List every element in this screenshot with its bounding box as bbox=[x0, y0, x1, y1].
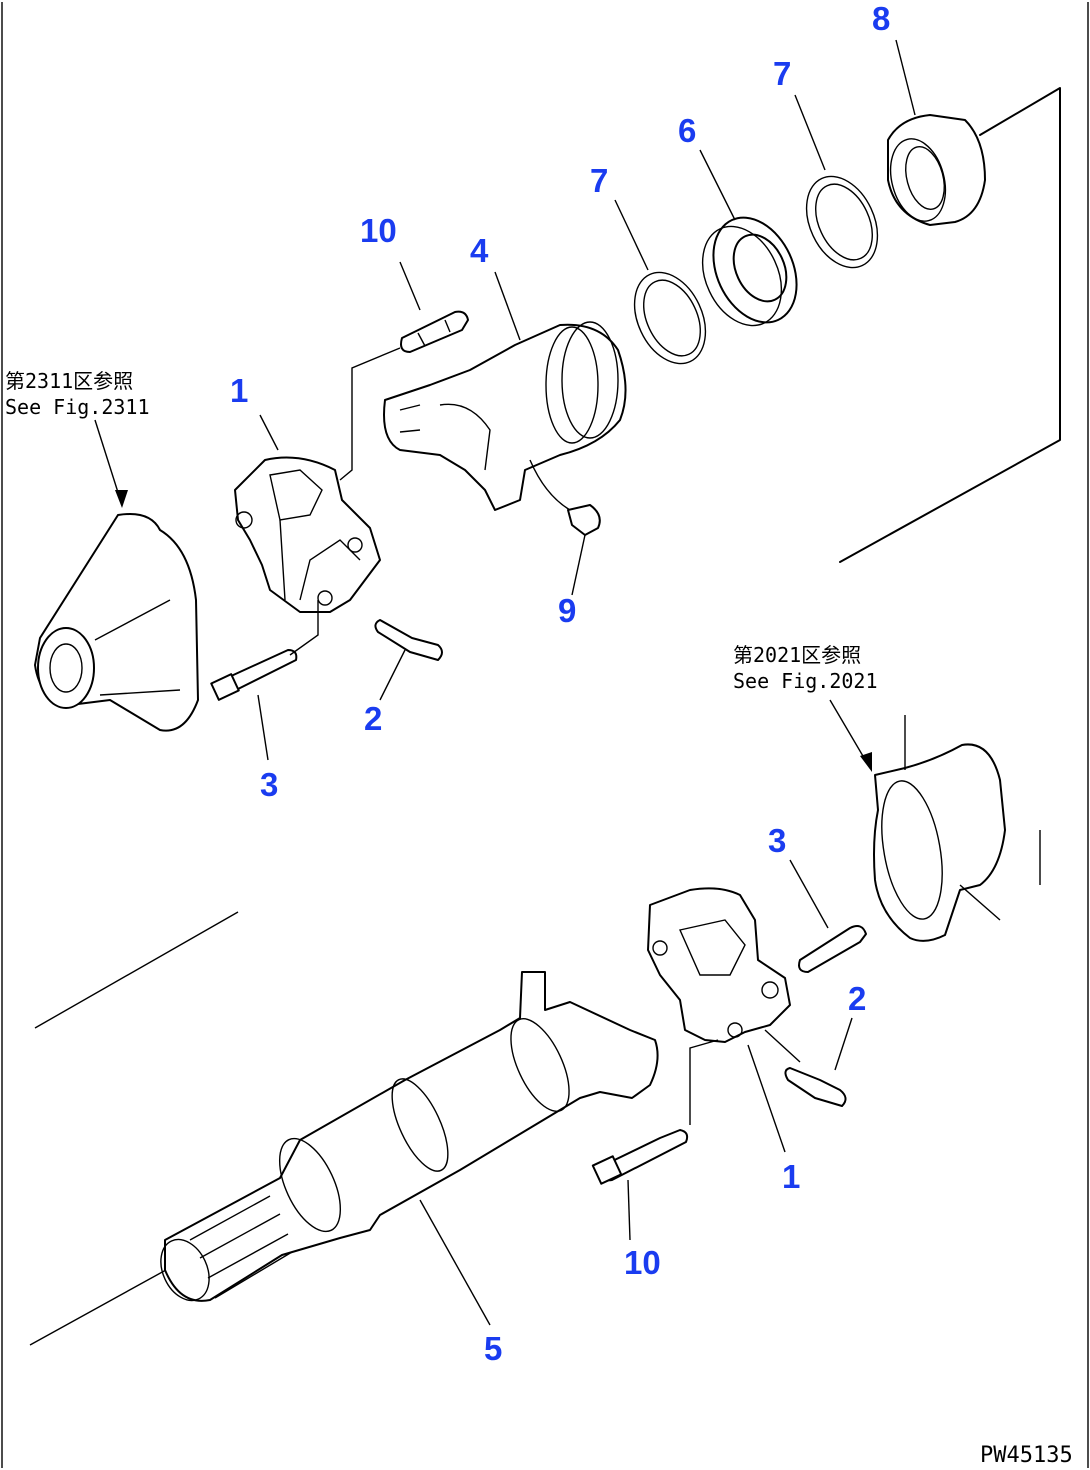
leader-bearing bbox=[699, 149, 736, 221]
leader-yoke-sleeve bbox=[494, 271, 521, 341]
callout-upper-bolt-2: 2 bbox=[364, 700, 382, 737]
lower-axis-line-upper bbox=[34, 911, 239, 1029]
snap-ring-left bbox=[633, 271, 707, 365]
lower-bolt-10 bbox=[591, 1129, 689, 1185]
lower-reference-en: See Fig.2021 bbox=[733, 669, 878, 693]
leader-lower-bolt-10 bbox=[627, 1179, 631, 1241]
upper-housing bbox=[34, 513, 199, 732]
bolt-3-leader-line bbox=[289, 600, 319, 656]
snap-ring-right bbox=[805, 175, 879, 269]
callout-snap-ring-right: 7 bbox=[773, 55, 791, 92]
upper-reference-en: See Fig.2311 bbox=[5, 395, 150, 419]
lower-bolt-2 bbox=[764, 1029, 847, 1107]
leader-upper-bolt-3 bbox=[257, 694, 269, 761]
grease-fitting bbox=[529, 459, 601, 536]
leader-upper-bolt-2 bbox=[379, 649, 406, 701]
bearing-cover bbox=[887, 114, 986, 226]
leader-upper-joint bbox=[259, 414, 279, 451]
leader-snap-ring-right bbox=[794, 94, 826, 171]
bolt-10-leader-line bbox=[339, 347, 401, 481]
lower-axis-line-left bbox=[29, 1264, 176, 1346]
callout-lower-bolt-10: 10 bbox=[624, 1244, 661, 1281]
callout-shaft: 5 bbox=[484, 1330, 502, 1367]
upper-cross-joint bbox=[234, 456, 381, 613]
callout-bearing: 6 bbox=[678, 112, 696, 149]
leader-bearing-cover bbox=[895, 39, 916, 116]
callout-snap-ring-left: 7 bbox=[590, 162, 608, 199]
bearing bbox=[701, 216, 798, 327]
lower-cross-joint bbox=[647, 887, 791, 1043]
lower-reference-arrowhead bbox=[860, 752, 872, 772]
callout-yoke-sleeve: 4 bbox=[470, 232, 489, 269]
upper-reference-jp: 第2311区参照 bbox=[5, 369, 133, 393]
leader-grease-fitting bbox=[571, 534, 586, 596]
lower-reference-jp: 第2021区参照 bbox=[733, 643, 861, 667]
callout-bearing-cover: 8 bbox=[872, 0, 890, 37]
lower-bolt-3 bbox=[798, 925, 867, 973]
upper-bolt-2 bbox=[374, 619, 443, 661]
leader-lower-joint bbox=[747, 1044, 786, 1153]
callout-upper-bolt-10: 10 bbox=[360, 212, 397, 249]
upper-reference-arrowhead bbox=[115, 490, 128, 508]
callout-lower-bolt-3: 3 bbox=[768, 822, 786, 859]
callout-grease-fitting: 9 bbox=[558, 592, 576, 629]
yoke-sleeve bbox=[383, 321, 627, 511]
callout-upper-bolt-3: 3 bbox=[260, 766, 278, 803]
callout-upper-joint: 1 bbox=[230, 372, 248, 409]
drawing-number: PW45135 bbox=[980, 1443, 1073, 1468]
leader-snap-ring-left bbox=[614, 199, 649, 271]
callout-lower-bolt-2: 2 bbox=[848, 980, 866, 1017]
callout-lower-joint: 1 bbox=[782, 1158, 800, 1195]
lower-bolt-10-leader-line bbox=[689, 1039, 719, 1125]
upper-bolt-10 bbox=[400, 310, 469, 353]
leader-lower-bolt-3 bbox=[789, 859, 829, 929]
upper-axis-bracket bbox=[839, 87, 1061, 563]
leader-lower-bolt-2 bbox=[834, 1017, 853, 1071]
leader-upper-bolt-10 bbox=[399, 261, 421, 311]
lower-housing bbox=[873, 715, 1041, 942]
leader-shaft bbox=[419, 1199, 491, 1326]
drive-shaft bbox=[160, 971, 659, 1302]
upper-bolt-3 bbox=[210, 649, 298, 701]
